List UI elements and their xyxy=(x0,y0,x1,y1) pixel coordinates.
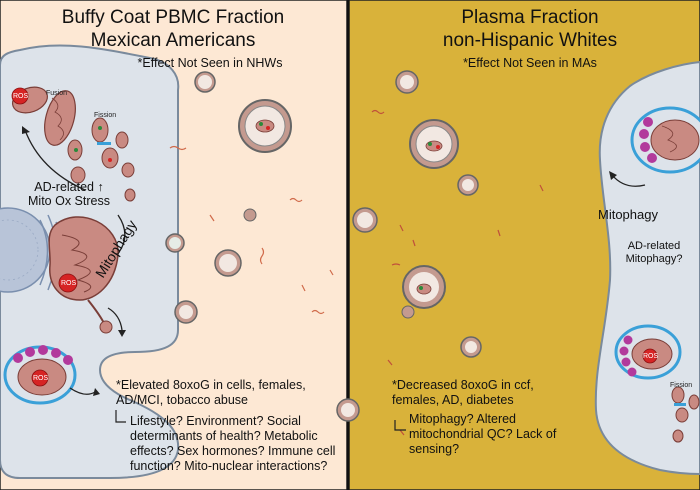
left-title-line1: Buffy Coat PBMC Fraction xyxy=(61,7,285,28)
ros-label-1: ROS xyxy=(13,93,29,100)
right-title: Plasma Fraction non-Hispanic Whites xyxy=(385,6,675,52)
stress-label: AD-related ↑ Mito Ox Stress xyxy=(14,180,124,208)
right-note: *Effect Not Seen in MAs xyxy=(463,56,597,70)
right-title-line1: Plasma Fraction xyxy=(461,7,599,28)
ros-burst-1 xyxy=(11,87,29,105)
mitophagy-q-line2: Mitophagy? xyxy=(625,253,683,265)
fission-label-right: Fission xyxy=(670,382,693,389)
fission-label: Fission xyxy=(94,112,117,119)
right-finding: *Decreased 8oxoG in ccf, females, AD, di… xyxy=(392,378,534,407)
ros-label-2: ROS xyxy=(61,280,77,287)
right-title-line2: non-Hispanic Whites xyxy=(442,30,618,51)
fusion-label: Fusion xyxy=(46,90,68,97)
ros-label-right: ROS xyxy=(643,353,659,360)
ros-label-3: ROS xyxy=(33,375,49,382)
ros-burst-right xyxy=(642,348,658,364)
left-title: Buffy Coat PBMC Fraction Mexican America… xyxy=(28,6,318,52)
right-questions: Mitophagy? Altered mitochondrial QC? Lac… xyxy=(409,412,557,456)
left-note: *Effect Not Seen in NHWs xyxy=(137,56,283,70)
mitophagy-question: AD-related Mitophagy? xyxy=(610,240,698,266)
left-questions: Lifestyle? Environment? Social determina… xyxy=(130,414,336,473)
vesicle xyxy=(401,305,415,319)
mitophagy-q-line1: AD-related xyxy=(627,240,681,252)
left-title-line2: Mexican Americans xyxy=(90,30,256,51)
ros-burst-2 xyxy=(58,273,78,293)
mito-fusion-2 xyxy=(44,90,76,146)
left-finding: *Elevated 8oxoG in cells, females, AD/MC… xyxy=(116,378,306,407)
vesicle xyxy=(243,208,257,222)
stress-line1: AD-related ↑ xyxy=(34,180,104,194)
mitophagy-label-right: Mitophagy xyxy=(598,207,658,222)
stress-line2: Mito Ox Stress xyxy=(28,194,110,208)
ros-burst-3 xyxy=(31,369,49,387)
arrow-stress-to-fusion xyxy=(24,129,86,191)
